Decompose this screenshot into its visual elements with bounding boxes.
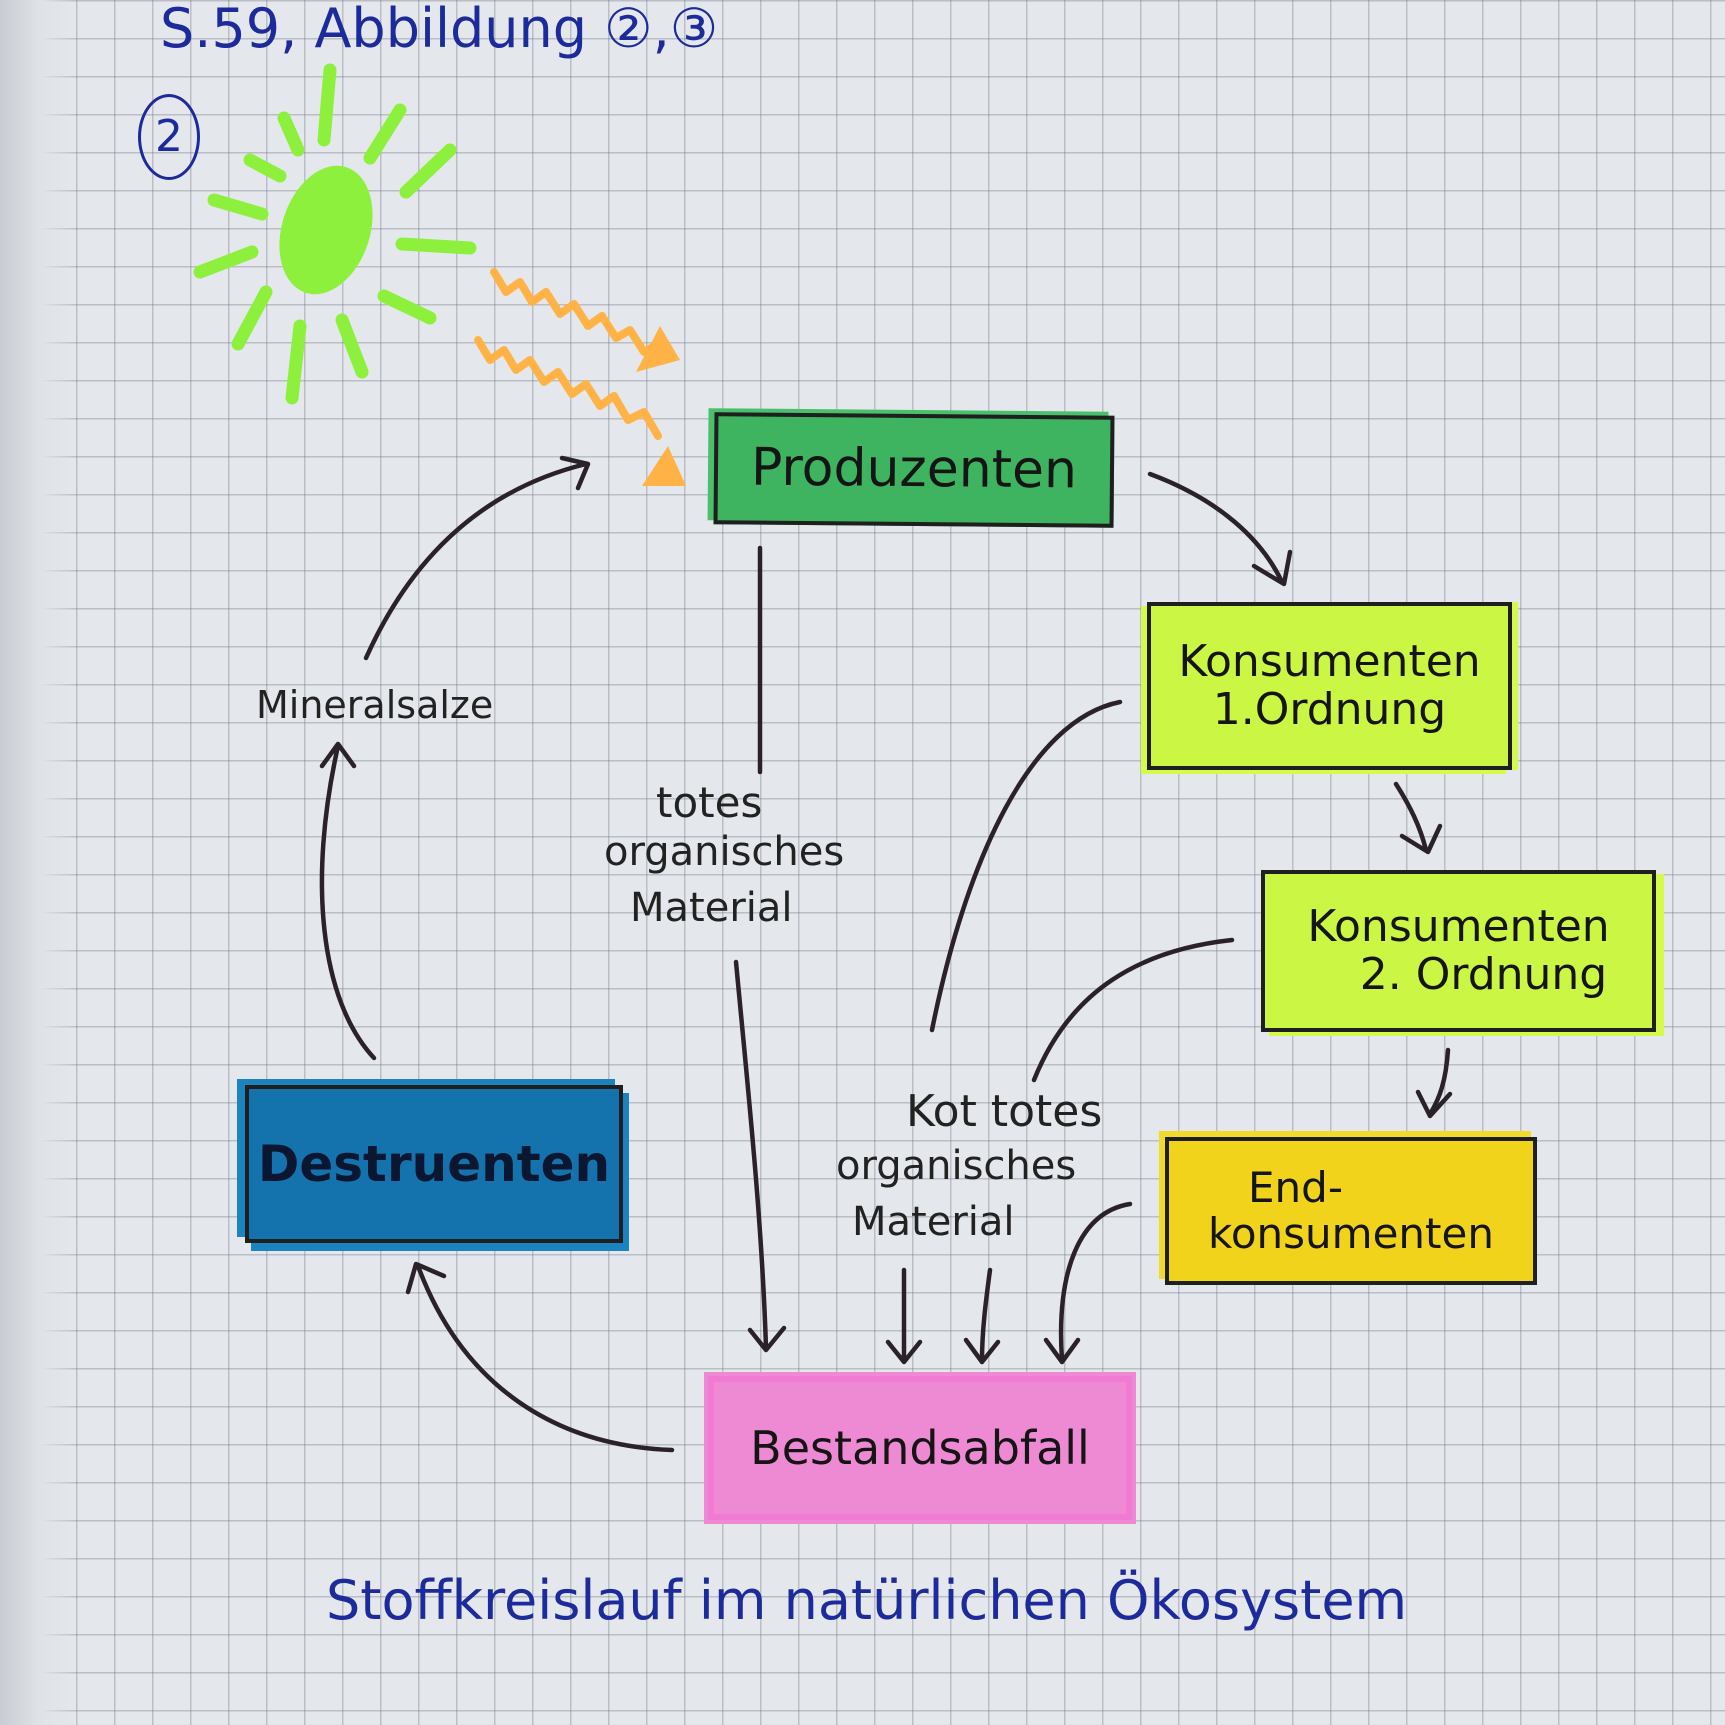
figure-number: 2 xyxy=(155,111,183,162)
litter-label: Bestandsabfall xyxy=(750,1420,1090,1475)
sunlight-rays-icon xyxy=(474,268,686,486)
diagram-caption: Stoffkreislauf im natürlichen Ökosystem xyxy=(326,1569,1408,1632)
top-consumers-label-line1: End- xyxy=(1248,1162,1343,1212)
notebook-margin xyxy=(0,0,78,1725)
producers-box: Produzenten xyxy=(713,412,1115,528)
mineral-salts-label: Mineralsalze xyxy=(256,683,494,727)
producers-label: Produzenten xyxy=(750,437,1078,501)
dead-organic-label-line3: Material xyxy=(630,885,793,931)
top-consumers-box: End- konsumenten xyxy=(1165,1137,1537,1285)
dead-organic-label-line1: totes xyxy=(656,778,763,827)
litter-box: Bestandsabfall xyxy=(704,1372,1136,1524)
figure-number-circle: 2 xyxy=(138,94,200,180)
secondary-consumers-label-line2: 2. Ordnung xyxy=(1359,949,1608,1000)
feces-dead-organic-label-line3: Material xyxy=(852,1199,1015,1245)
primary-consumers-box: Konsumenten 1.Ordnung xyxy=(1147,602,1512,770)
secondary-consumers-label-line1: Konsumenten xyxy=(1307,900,1610,952)
feces-dead-organic-label-line1: Kot totes xyxy=(906,1086,1103,1137)
primary-consumers-label-line1: Konsumenten xyxy=(1178,635,1481,687)
decomposers-label: Destruenten xyxy=(257,1134,611,1193)
sun-icon xyxy=(193,63,477,405)
secondary-consumers-box: Konsumenten 2. Ordnung xyxy=(1261,870,1656,1032)
page-reference: S.59, Abbildung ②,③ xyxy=(160,0,719,60)
dead-organic-label-line2: organisches xyxy=(604,829,845,875)
primary-consumers-label-line2: 1.Ordnung xyxy=(1212,684,1447,735)
top-consumers-label-line2: konsumenten xyxy=(1208,1209,1494,1258)
decomposers-box: Destruenten xyxy=(245,1085,623,1243)
flow-arrows xyxy=(319,455,1453,1453)
feces-dead-organic-label-line2: organisches xyxy=(836,1143,1077,1189)
